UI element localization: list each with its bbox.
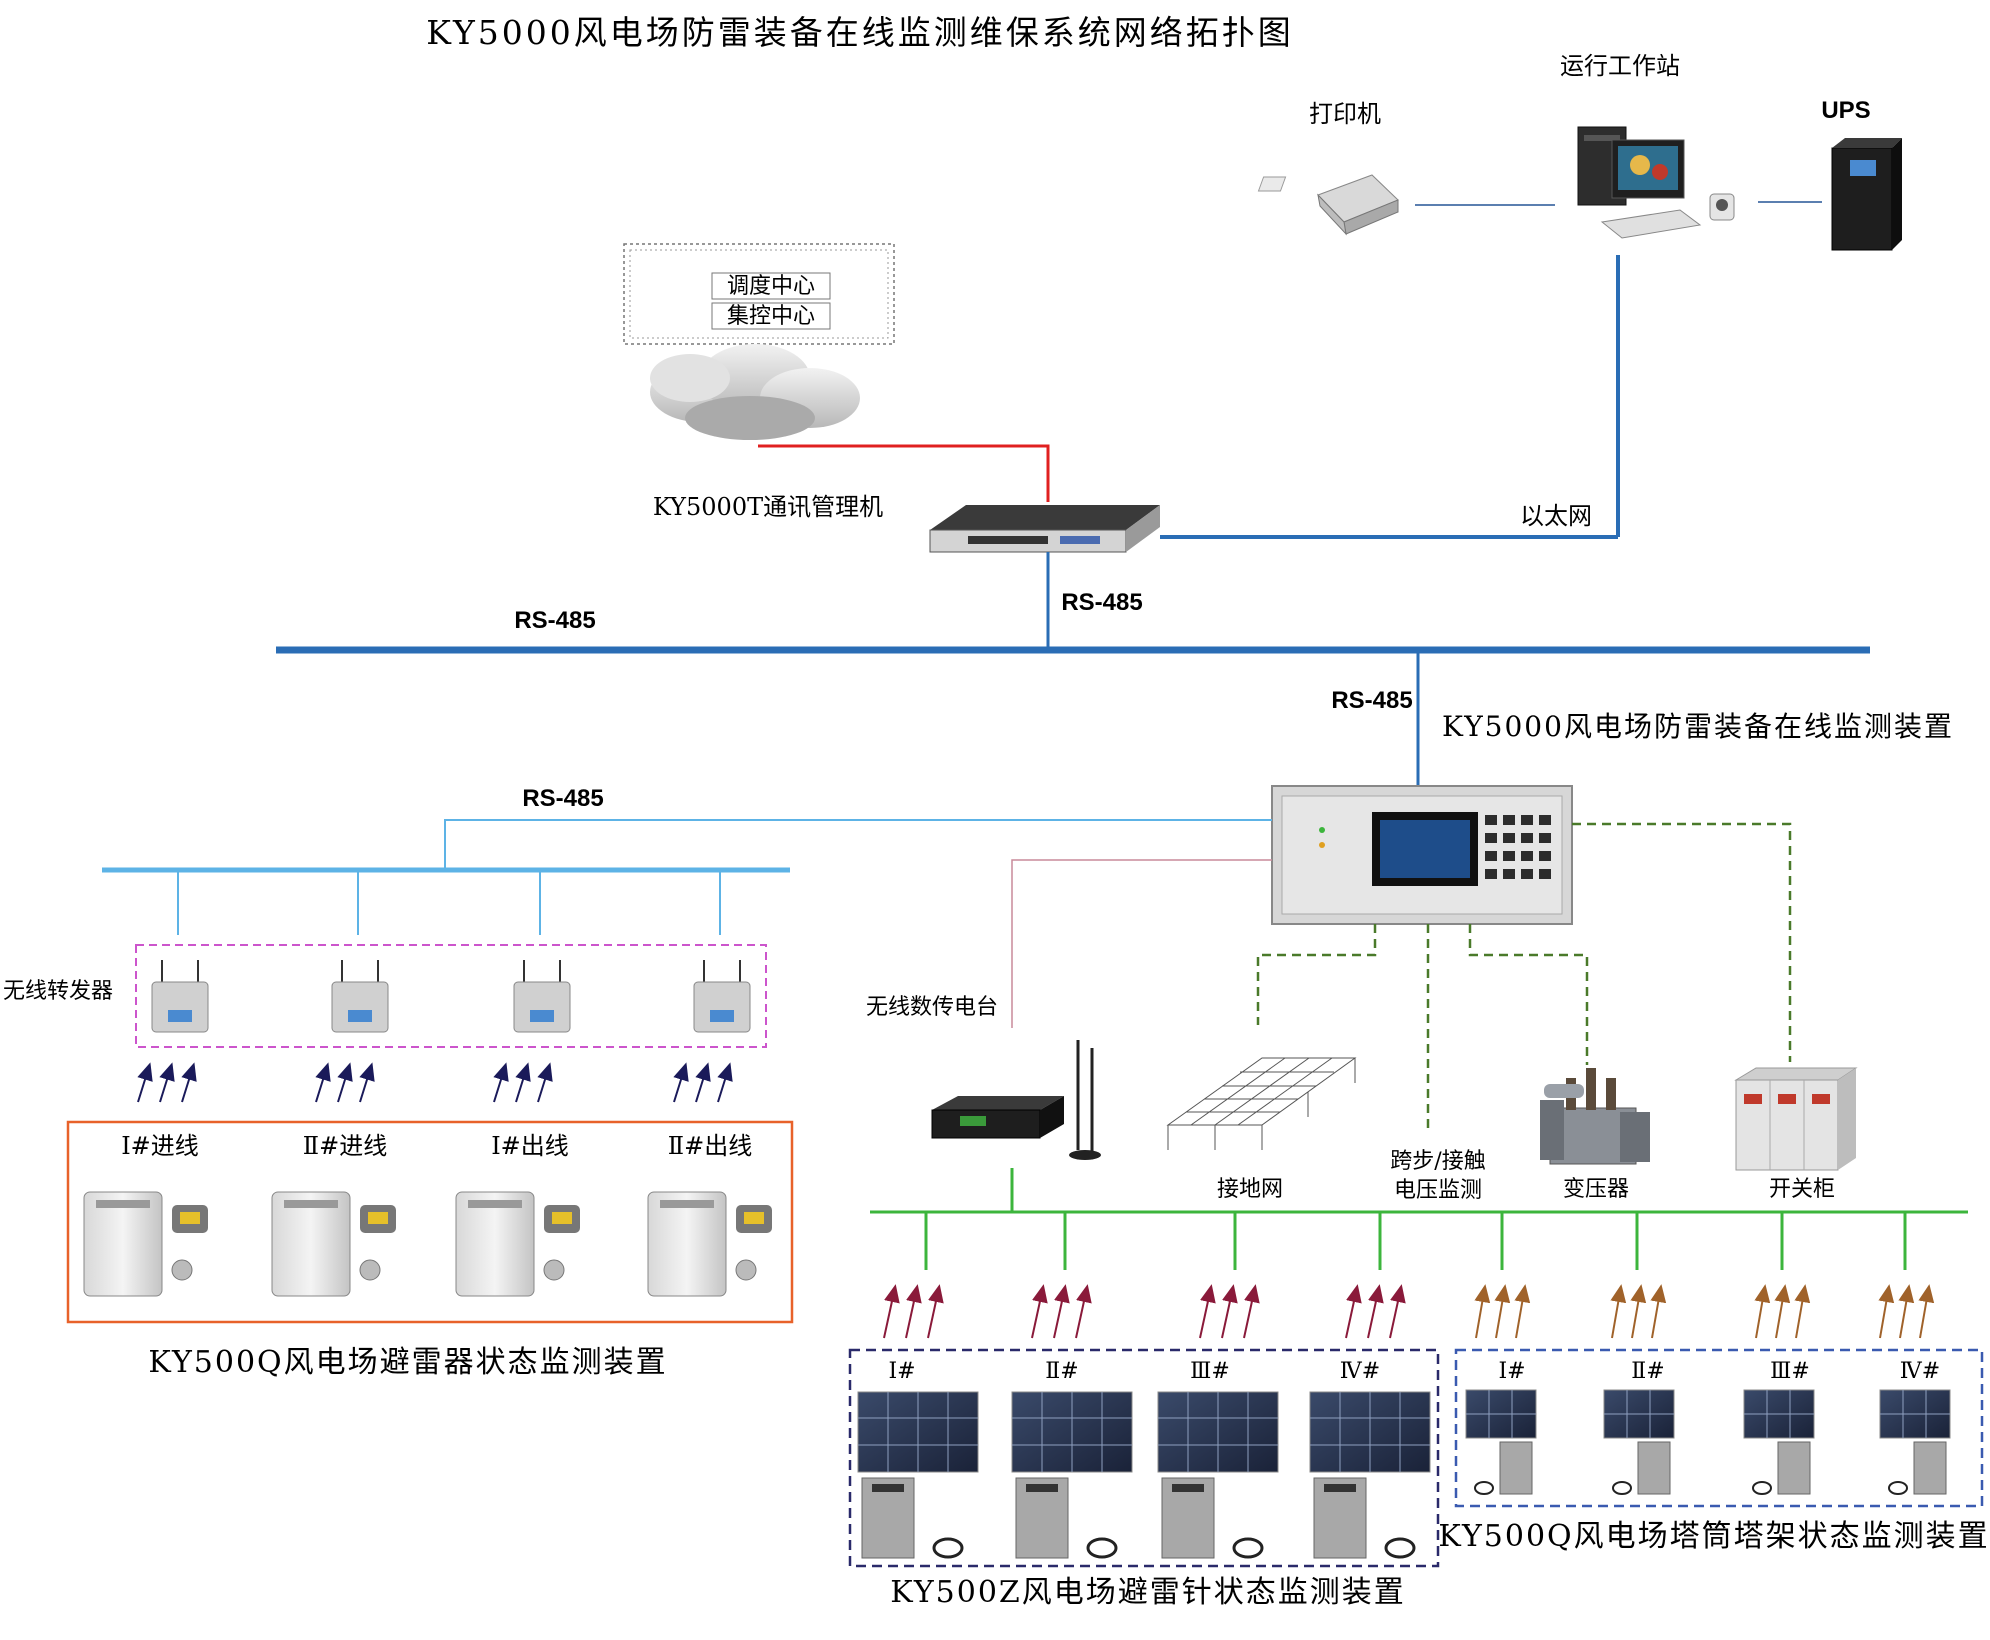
switchgear-icon — [1734, 1067, 1858, 1171]
monitor-device-icon — [1271, 785, 1573, 925]
tower-monitor-icon — [1603, 1389, 1675, 1495]
diagram-title: KY5000风电场防雷装备在线监测维保系统网络拓扑图 — [426, 13, 1294, 52]
ethernet-label: 以太网 — [1520, 502, 1592, 530]
arrester-monitor-icon — [83, 1191, 208, 1297]
line-label-3: Ⅰ#出线 — [491, 1132, 569, 1160]
rod-unit-4: Ⅳ# — [1340, 1359, 1380, 1384]
arrester-monitor-icon — [271, 1191, 396, 1297]
rs485-label-device: RS-485 — [1331, 687, 1412, 714]
solar-panel-icon — [1011, 1391, 1133, 1559]
tower-monitor-icon — [1465, 1389, 1537, 1495]
radio-label: 无线数传电台 — [866, 995, 998, 1020]
repeater-icon — [693, 960, 751, 1033]
arrester-monitor-icon — [455, 1191, 580, 1297]
transformer-label: 变压器 — [1563, 1177, 1629, 1202]
line-label-1: Ⅰ#进线 — [121, 1132, 199, 1160]
arrester-section-label: KY500Q风电场避雷器状态监测装置 — [148, 1345, 667, 1380]
wireless-arrows-left — [137, 1062, 733, 1103]
tower-unit-4: Ⅳ# — [1900, 1359, 1940, 1384]
ups-label: UPS — [1821, 97, 1870, 124]
rs485-label-manager: RS-485 — [1061, 589, 1142, 616]
tower-unit-2: Ⅱ# — [1631, 1359, 1664, 1384]
rod-unit-3: Ⅲ# — [1190, 1359, 1230, 1384]
rs485-label-bus: RS-485 — [514, 607, 595, 634]
repeater-icon — [331, 960, 389, 1033]
line-label-2: Ⅱ#进线 — [303, 1132, 387, 1160]
solar-panel-icon — [857, 1391, 979, 1559]
step-voltage-label-1: 跨步/接触 — [1390, 1149, 1485, 1174]
cloud-icon — [650, 344, 860, 440]
arrester-monitor-icon — [647, 1191, 772, 1297]
tower-monitor-icon — [1879, 1389, 1951, 1495]
ups-icon — [1831, 138, 1902, 251]
line-label-4: Ⅱ#出线 — [668, 1132, 752, 1160]
green-drops — [924, 1212, 1907, 1270]
dispatch-center-label: 调度中心 — [727, 274, 815, 299]
wireless-repeater-label: 无线转发器 — [3, 979, 113, 1004]
ground-grid-label: 接地网 — [1217, 1177, 1283, 1202]
tower-monitor-icon — [1743, 1389, 1815, 1495]
transformer-icon — [1540, 1068, 1650, 1165]
rod-section-label: KY500Z风电场避雷针状态监测装置 — [890, 1575, 1406, 1610]
tower-unit-1: Ⅰ# — [1498, 1359, 1525, 1384]
tower-unit-3: Ⅲ# — [1770, 1359, 1810, 1384]
wireless-arrows-tower — [1474, 1284, 1935, 1339]
radio-icon — [931, 1040, 1101, 1160]
step-voltage-label-2: 电压监测 — [1394, 1178, 1482, 1203]
monitor-device-label: KY5000风电场防雷装备在线监测装置 — [1442, 710, 1954, 743]
repeater-icon — [513, 960, 571, 1033]
workstation-label: 运行工作站 — [1560, 52, 1680, 80]
dashed-links — [1256, 822, 1792, 1132]
rod-unit-2: Ⅱ# — [1045, 1359, 1078, 1384]
ground-grid-icon — [1166, 1057, 1357, 1150]
tower-section-label: KY500Q风电场塔筒塔架状态监测装置 — [1438, 1519, 1989, 1554]
switchgear-label: 开关柜 — [1769, 1177, 1835, 1202]
control-center-label: 集控中心 — [727, 304, 815, 329]
repeater-icon — [151, 960, 209, 1033]
workstation-icon — [1577, 126, 1735, 239]
solar-panel-icon — [1157, 1391, 1279, 1559]
comm-manager-label: KY5000T通讯管理机 — [653, 493, 883, 521]
rod-unit-1: Ⅰ# — [888, 1359, 915, 1384]
printer-icon — [1257, 174, 1399, 236]
wireless-arrows-rod — [883, 1284, 1406, 1339]
solar-panel-icon — [1309, 1391, 1431, 1559]
printer-label: 打印机 — [1309, 100, 1381, 128]
comm-manager-icon — [929, 505, 1160, 553]
rs485-label-left: RS-485 — [522, 785, 603, 812]
